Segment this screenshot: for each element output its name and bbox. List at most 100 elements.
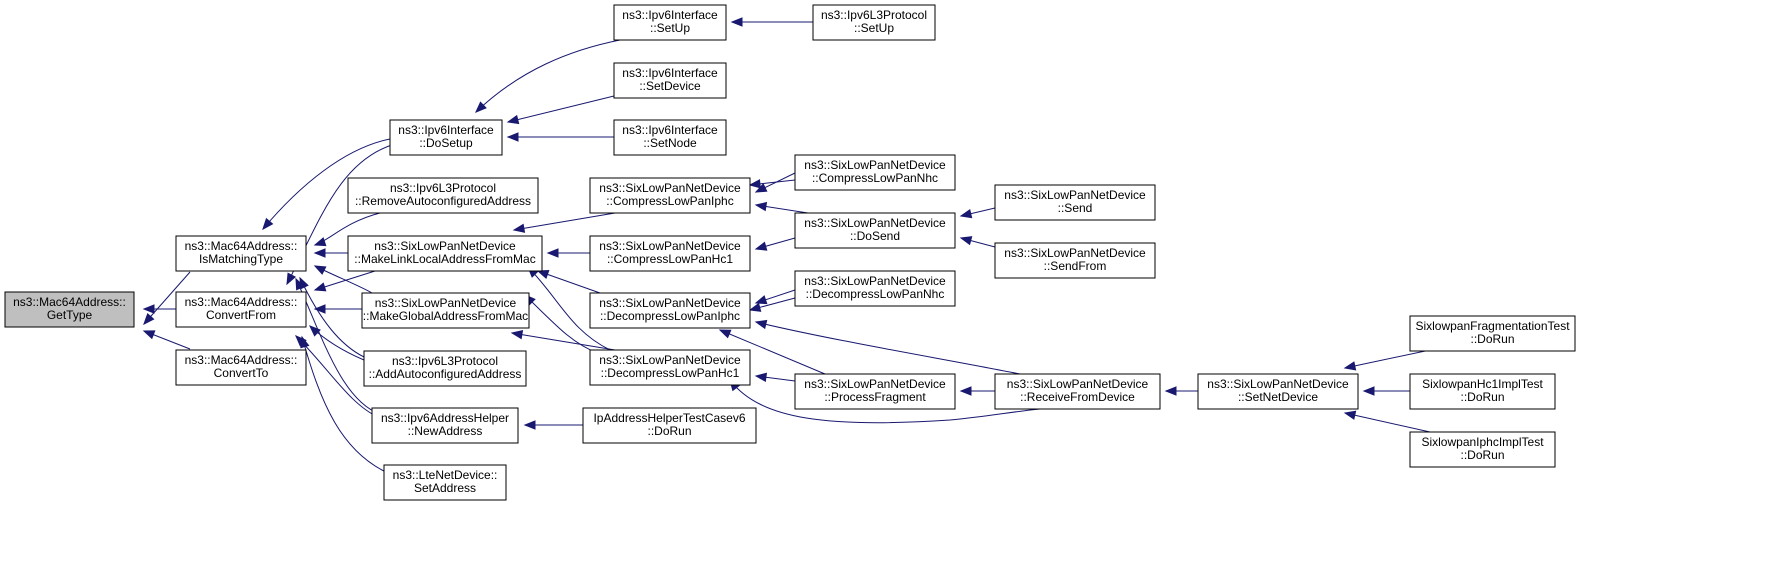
node-convert-from[interactable]: ns3::Mac64Address::ConvertFrom <box>175 291 307 328</box>
node-label-line-2: ::MakeLinkLocalAddressFromMac <box>354 252 535 266</box>
node-box <box>363 350 527 387</box>
edge-arrowhead <box>754 372 768 383</box>
node-ip-addr-helper-test[interactable]: IpAddressHelperTestCasev6::DoRun <box>582 407 757 444</box>
edge-arrowhead <box>754 241 768 251</box>
edge-six-send-to-six-do-send <box>959 207 996 219</box>
node-ipv6l3-remove-auto[interactable]: ns3::Ipv6L3Protocol::RemoveAutoconfigure… <box>347 177 539 214</box>
node-box <box>389 119 503 156</box>
node-box <box>812 4 936 41</box>
edge-arrowhead <box>1343 410 1357 420</box>
edge-arrowhead <box>313 248 326 258</box>
node-box <box>589 235 751 272</box>
node-label-line-1: ns3::SixLowPanNetDevice <box>1004 246 1146 260</box>
edge-arrowhead <box>262 217 274 231</box>
node-box <box>794 270 956 307</box>
node-label-line-1: ns3::SixLowPanNetDevice <box>1007 377 1149 391</box>
node-label-line-2: ConvertFrom <box>206 308 276 322</box>
edge-arrowhead <box>506 132 519 142</box>
edge-six-compress-iphc-to-six-compress-nhc <box>748 179 796 189</box>
node-six-process-fragment[interactable]: ns3::SixLowPanNetDevice::ProcessFragment <box>794 373 956 410</box>
node-box <box>175 291 307 328</box>
edge-arrowhead <box>754 201 768 212</box>
node-ipv6if-do-setup[interactable]: ns3::Ipv6Interface::DoSetup <box>389 119 503 156</box>
edge-six-make-link-local-to-is-matching-type <box>313 248 348 258</box>
node-label-line-2: ::SetUp <box>854 21 894 35</box>
node-label-line-1: ns3::SixLowPanNetDevice <box>599 353 741 367</box>
node-frag-test[interactable]: SixlowpanFragmentationTest::DoRun <box>1409 315 1576 352</box>
node-six-make-global[interactable]: ns3::SixLowPanNetDevice::MakeGlobalAddre… <box>361 292 530 329</box>
node-label-line-1: ns3::Ipv6L3Protocol <box>821 8 927 22</box>
node-ipv6-addr-helper-new[interactable]: ns3::Ipv6AddressHelper::NewAddress <box>371 407 519 444</box>
node-ipv6l3-set-up[interactable]: ns3::Ipv6L3Protocol::SetUp <box>812 4 936 41</box>
node-six-do-send[interactable]: ns3::SixLowPanNetDevice::DoSend <box>794 212 956 249</box>
edge-line <box>511 332 616 351</box>
edge-arrowhead <box>1362 386 1375 396</box>
node-ipv6if-set-up[interactable]: ns3::Ipv6Interface::SetUp <box>613 4 727 41</box>
node-six-send-from[interactable]: ns3::SixLowPanNetDevice::SendFrom <box>994 242 1156 279</box>
node-label-line-1: ns3::SixLowPanNetDevice <box>374 239 516 253</box>
node-get-type[interactable]: ns3::Mac64Address::GetType <box>4 291 135 328</box>
node-box <box>613 4 727 41</box>
node-six-send[interactable]: ns3::SixLowPanNetDevice::Send <box>994 184 1156 221</box>
edge-is-matching-type-to-get-type <box>143 271 191 326</box>
edge-arrowhead <box>959 386 972 396</box>
edge-ipv6if-do-setup-to-is-matching-type <box>262 138 391 231</box>
node-ipv6if-set-node[interactable]: ns3::Ipv6Interface::SetNode <box>613 119 727 156</box>
edge-line <box>527 266 611 351</box>
node-six-decompress-iphc[interactable]: ns3::SixLowPanNetDevice::DecompressLowPa… <box>589 292 751 329</box>
node-six-compress-nhc[interactable]: ns3::SixLowPanNetDevice::CompressLowPanN… <box>794 154 956 191</box>
edge-six-decompress-hc1-to-six-make-global <box>524 294 601 355</box>
node-label-line-2: ::SetUp <box>650 21 690 35</box>
edge-arrowhead <box>959 208 973 219</box>
node-label-line-2: ::CompressLowPanNhc <box>812 171 938 185</box>
edge-arrowhead <box>313 265 327 275</box>
node-label-line-2: ::DecompressLowPanIphc <box>600 309 740 323</box>
edge-arrowhead <box>718 329 732 339</box>
node-label-line-1: SixlowpanFragmentationTest <box>1415 319 1570 333</box>
node-six-decompress-nhc[interactable]: ns3::SixLowPanNetDevice::DecompressLowPa… <box>794 270 956 307</box>
node-box <box>582 407 757 444</box>
edge-ipv6if-set-node-to-ipv6if-do-setup <box>506 132 614 142</box>
node-label-line-2: ::DoRun <box>1460 390 1504 404</box>
node-convert-to[interactable]: ns3::Mac64Address::ConvertTo <box>175 349 307 386</box>
node-label-line-2: ::SendFrom <box>1044 259 1107 273</box>
node-six-make-link-local[interactable]: ns3::SixLowPanNetDevice::MakeLinkLocalAd… <box>347 235 543 272</box>
node-box <box>175 349 307 386</box>
node-six-decompress-hc1[interactable]: ns3::SixLowPanNetDevice::DecompressLowPa… <box>589 349 751 386</box>
node-hc1-test[interactable]: SixlowpanHc1ImplTest::DoRun <box>1409 373 1556 410</box>
node-label-line-2: GetType <box>47 308 93 322</box>
edge-ip-addr-helper-test-to-ipv6-addr-helper-new <box>523 420 583 430</box>
edge-six-decompress-nhc-to-six-decompress-iphc <box>754 289 796 305</box>
node-lte-set-address[interactable]: ns3::LteNetDevice::SetAddress <box>383 464 507 501</box>
node-label-line-2: ::CompressLowPanHc1 <box>607 252 733 266</box>
edge-convert-to-to-get-type <box>142 330 191 350</box>
node-six-compress-hc1[interactable]: ns3::SixLowPanNetDevice::CompressLowPanH… <box>589 235 751 272</box>
node-label-line-1: ns3::Mac64Address:: <box>185 295 298 309</box>
node-iphc-test[interactable]: SixlowpanIphcImplTest::DoRun <box>1409 431 1556 468</box>
edge-arrowhead <box>313 304 326 314</box>
node-is-matching-type[interactable]: ns3::Mac64Address::IsMatchingType <box>175 235 307 272</box>
node-ipv6if-set-device[interactable]: ns3::Ipv6Interface::SetDevice <box>613 62 727 99</box>
node-six-compress-iphc[interactable]: ns3::SixLowPanNetDevice::CompressLowPanI… <box>589 177 751 214</box>
node-label-line-2: ::MakeGlobalAddressFromMac <box>363 309 528 323</box>
node-label-line-1: ns3::SixLowPanNetDevice <box>804 158 946 172</box>
edge-arrowhead <box>748 179 761 189</box>
node-box <box>361 292 530 329</box>
node-label-line-2: ::AddAutoconfiguredAddress <box>369 367 522 381</box>
edge-line <box>524 294 601 355</box>
node-label-line-1: ns3::SixLowPanNetDevice <box>804 274 946 288</box>
node-ipv6l3-add-auto[interactable]: ns3::Ipv6L3Protocol::AddAutoconfiguredAd… <box>363 350 527 387</box>
edge-six-do-send-to-six-compress-hc1 <box>754 237 796 251</box>
node-label-line-1: ns3::SixLowPanNetDevice <box>375 296 517 310</box>
node-six-set-net-device[interactable]: ns3::SixLowPanNetDevice::SetNetDevice <box>1197 373 1359 410</box>
node-six-receive-from-device[interactable]: ns3::SixLowPanNetDevice::ReceiveFromDevi… <box>994 373 1161 410</box>
node-box <box>794 212 956 249</box>
edge-arrowhead <box>1164 386 1177 396</box>
node-box <box>347 177 539 214</box>
node-label-line-2: ::NewAddress <box>408 424 483 438</box>
edge-ipv6if-set-device-to-ipv6if-do-setup <box>506 95 615 125</box>
edge-arrowhead <box>506 114 520 125</box>
node-box <box>4 291 135 328</box>
edge-arrowhead <box>754 319 768 330</box>
